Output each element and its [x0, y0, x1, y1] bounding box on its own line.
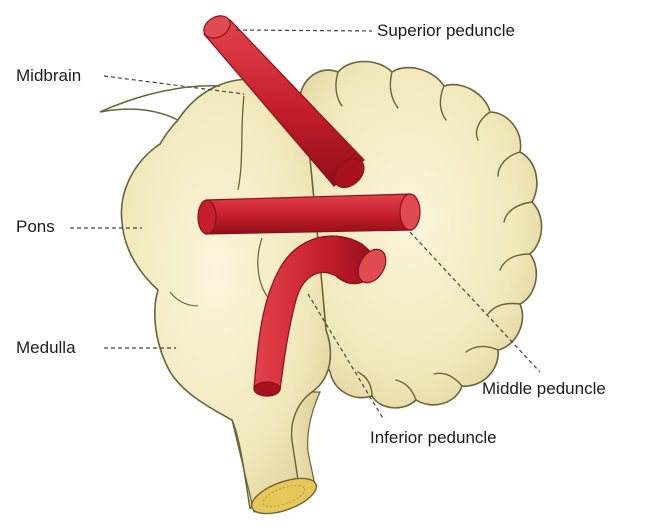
label-superior-peduncle: Superior peduncle	[377, 21, 515, 41]
label-inferior-peduncle: Inferior peduncle	[370, 428, 497, 448]
middle-peduncle	[198, 194, 420, 234]
cerebellum	[300, 62, 542, 408]
label-pons: Pons	[16, 217, 55, 237]
label-medulla: Medulla	[16, 338, 76, 358]
leader-superior	[236, 30, 372, 31]
label-midbrain: Midbrain	[16, 66, 81, 86]
label-middle-peduncle: Middle peduncle	[482, 379, 606, 399]
